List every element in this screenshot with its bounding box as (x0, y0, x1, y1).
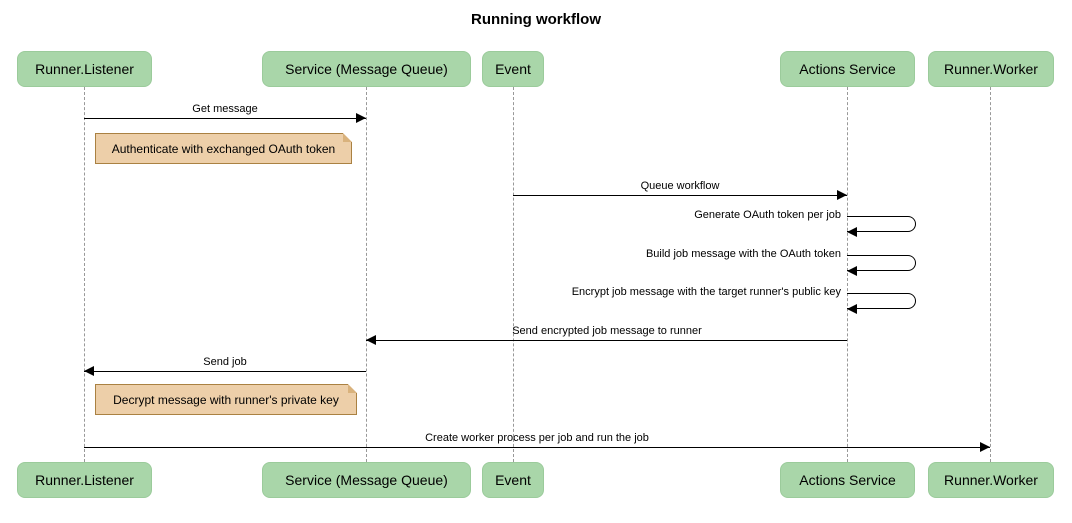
note-fold-corner-icon (343, 133, 352, 142)
actor-top-service-message-queue: Service (Message Queue) (262, 51, 471, 87)
actor-top-actions-service: Actions Service (780, 51, 915, 87)
note-authenticate: Authenticate with exchanged OAuth token (95, 133, 352, 164)
message-label-generate-oauth-token: Generate OAuth token per job (694, 209, 841, 221)
message-label-encrypt-job-message: Encrypt job message with the target runn… (571, 286, 841, 298)
arrowhead-left-icon (84, 366, 94, 376)
self-loop-line (847, 255, 916, 271)
actor-top-runner-worker: Runner.Worker (928, 51, 1054, 87)
note-text: Decrypt message with runner's private ke… (113, 392, 339, 407)
note-text: Authenticate with exchanged OAuth token (111, 141, 336, 156)
page-title: Running workflow (471, 11, 601, 28)
lifeline-runner-listener (84, 87, 85, 462)
message-line (513, 195, 847, 196)
self-loop-line (847, 216, 916, 232)
actor-bottom-runner-worker: Runner.Worker (928, 462, 1054, 498)
arrowhead-right-icon (837, 190, 847, 200)
arrowhead-left-icon (366, 335, 376, 345)
arrowhead-right-icon (356, 113, 366, 123)
actor-bottom-runner-listener: Runner.Listener (17, 462, 152, 498)
message-line (84, 371, 366, 372)
lifeline-service-message-queue (366, 87, 367, 462)
message-label-send-job: Send job (203, 356, 247, 368)
message-line (84, 447, 990, 448)
message-label-queue-workflow: Queue workflow (640, 180, 720, 192)
arrowhead-left-icon (847, 266, 857, 276)
self-loop-line (847, 293, 916, 309)
actor-bottom-event: Event (482, 462, 544, 498)
note-fold-corner-icon (348, 384, 357, 393)
message-label-create-worker: Create worker process per job and run th… (425, 432, 649, 444)
actor-top-runner-listener: Runner.Listener (17, 51, 152, 87)
arrowhead-right-icon (980, 442, 990, 452)
message-label-send-encrypted: Send encrypted job message to runner (512, 325, 702, 337)
message-line (366, 340, 847, 341)
arrowhead-left-icon (847, 304, 857, 314)
actor-top-event: Event (482, 51, 544, 87)
note-decrypt: Decrypt message with runner's private ke… (95, 384, 357, 415)
actor-bottom-service-message-queue: Service (Message Queue) (262, 462, 471, 498)
message-label-build-job-message: Build job message with the OAuth token (645, 248, 841, 260)
message-label-get-message: Get message (192, 103, 258, 115)
message-line (84, 118, 366, 119)
arrowhead-left-icon (847, 227, 857, 237)
lifeline-runner-worker (990, 87, 991, 462)
actor-bottom-actions-service: Actions Service (780, 462, 915, 498)
lifeline-event (513, 87, 514, 462)
